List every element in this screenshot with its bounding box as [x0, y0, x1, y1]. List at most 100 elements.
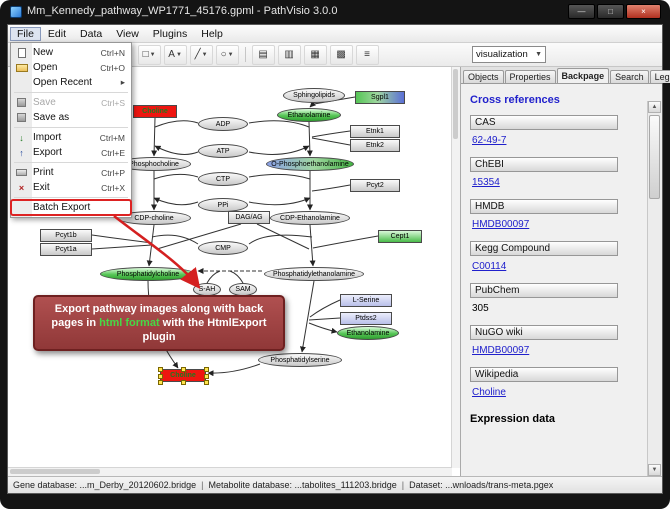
menubar-item-plugins[interactable]: Plugins: [152, 27, 188, 40]
xref-section-pubchem: PubChem: [470, 283, 618, 298]
panel-scrollbar[interactable]: ▲ ▼: [647, 101, 662, 476]
selection-handle[interactable]: [204, 367, 209, 372]
pathway-node-pcyt1a[interactable]: Pcyt1a: [40, 243, 92, 256]
visualization-select[interactable]: visualization ▼: [472, 46, 546, 63]
stack-tool[interactable]: ▩: [329, 44, 353, 65]
xref-link-hmdb00097[interactable]: HMDB00097: [472, 219, 530, 230]
tab-properties[interactable]: Properties: [504, 70, 556, 83]
menu-item-shortcut: Ctrl+M: [99, 132, 125, 143]
datanode-tool-icon: □: [142, 49, 149, 60]
pathway-node-dag-ag[interactable]: DAG/AG: [228, 211, 270, 224]
callout-highlight: html format: [99, 317, 160, 329]
pathway-node-phosphatidylcholine[interactable]: Phosphatidylcholine: [100, 267, 196, 281]
title-bar[interactable]: Mm_Kennedy_pathway_WP1771_45176.gpml - P…: [0, 0, 670, 24]
xref-link-hmdb00097[interactable]: HMDB00097: [472, 345, 530, 356]
canvas-vertical-scrollbar[interactable]: [451, 67, 460, 468]
blank-icon: [14, 202, 29, 214]
datanode-tool[interactable]: □▼: [137, 44, 161, 65]
pathway-node-pcyt1b[interactable]: Pcyt1b: [40, 229, 92, 242]
pathway-node-sgpl1[interactable]: Sgpl1: [355, 91, 405, 104]
scroll-up-icon[interactable]: ▲: [648, 101, 661, 113]
canvas-horizontal-scrollbar[interactable]: [8, 467, 452, 476]
new-glyph: [17, 47, 26, 58]
scrollbar-thumb[interactable]: [10, 469, 100, 474]
minimize-button[interactable]: —: [568, 4, 595, 19]
selection-handle[interactable]: [204, 373, 209, 379]
pathway-node-l-serine[interactable]: L-Serine: [340, 294, 392, 307]
pathway-node-cdp-ethanolamine[interactable]: CDP-Ethanolamine: [270, 211, 350, 225]
align-horizontal-tool[interactable]: ▤: [251, 44, 275, 65]
tab-search[interactable]: Search: [610, 70, 649, 83]
selection-handle[interactable]: [181, 380, 186, 385]
pathway-node-o-phosphoethanolamine[interactable]: O-Phosphoethanolamine: [266, 157, 354, 171]
selection-handle[interactable]: [204, 380, 209, 385]
xref-link-15354[interactable]: 15354: [472, 177, 500, 188]
pathway-node-etnk2[interactable]: Etnk2: [350, 139, 400, 152]
xref-link-choline[interactable]: Choline: [472, 387, 506, 398]
common-size-tool[interactable]: ≡: [355, 44, 379, 65]
pathway-node-atp[interactable]: ATP: [198, 144, 248, 158]
pathway-node-choline[interactable]: Choline: [133, 105, 177, 118]
pathway-node-choline[interactable]: Choline: [158, 367, 209, 385]
menubar-item-file[interactable]: File: [10, 26, 41, 41]
pathway-node-etnk1[interactable]: Etnk1: [350, 125, 400, 138]
scrollbar-thumb[interactable]: [649, 115, 660, 199]
xref-link-c00114[interactable]: C00114: [472, 261, 507, 272]
tab-legend[interactable]: Legend: [649, 70, 670, 83]
selection-handle[interactable]: [158, 367, 163, 372]
label-tool[interactable]: A▼: [163, 44, 187, 65]
selection-handle[interactable]: [158, 373, 163, 379]
selection-handle[interactable]: [158, 380, 163, 385]
pathway-node-ptdss2[interactable]: Ptdss2: [340, 312, 392, 325]
scrollbar-thumb[interactable]: [453, 69, 458, 139]
xref-section-kegg-compound: Kegg Compound: [470, 241, 618, 256]
distribute-tool-icon: ▦: [310, 49, 320, 60]
menu-item-label: Exit: [33, 182, 50, 193]
menu-item-label: Print: [33, 167, 54, 178]
menu-item-label: Import: [33, 132, 62, 143]
menu-item-batch-export[interactable]: Batch Export: [10, 199, 132, 216]
pathway-node-phosphatidylserine[interactable]: Phosphatidylserine: [258, 353, 342, 367]
menubar-item-help[interactable]: Help: [201, 27, 223, 40]
line-tool[interactable]: ╱▼: [189, 44, 213, 65]
distribute-tool[interactable]: ▦: [303, 44, 327, 65]
menubar-item-edit[interactable]: Edit: [47, 27, 67, 40]
close-button[interactable]: ×: [626, 4, 661, 19]
scroll-down-icon[interactable]: ▼: [648, 464, 661, 476]
pathway-node-sphingolipids[interactable]: Sphingolipids: [283, 88, 345, 103]
pathway-node-pcyt2[interactable]: Pcyt2: [350, 179, 400, 192]
selection-handle[interactable]: [181, 367, 186, 372]
menubar-item-data[interactable]: Data: [80, 27, 103, 40]
pathway-node-ethanolamine[interactable]: Ethanolamine: [277, 108, 341, 122]
xref-link-62-49-7[interactable]: 62-49-7: [472, 135, 507, 146]
tab-objects[interactable]: Objects: [463, 70, 504, 83]
print-glyph: [16, 169, 27, 176]
chevron-down-icon: ▼: [227, 51, 234, 58]
pathway-node-ppi[interactable]: PPi: [198, 198, 248, 212]
pathway-node-cmp[interactable]: CMP: [198, 241, 248, 255]
pathway-node-phosphocholine[interactable]: Phosphocholine: [117, 157, 191, 171]
cross-references-heading: Cross references: [470, 94, 560, 106]
pathway-node-adp[interactable]: ADP: [198, 117, 248, 131]
shape-tool[interactable]: ○▼: [215, 44, 239, 65]
menu-item-save-as[interactable]: Save as: [11, 110, 131, 125]
menubar-item-view[interactable]: View: [116, 27, 139, 40]
align-vertical-tool[interactable]: ▥: [277, 44, 301, 65]
tab-backpage[interactable]: Backpage: [556, 68, 610, 83]
pathway-node-ethanolamine[interactable]: Ethanolamine: [337, 326, 399, 340]
maximize-button[interactable]: □: [597, 4, 624, 19]
menu-item-open-recent[interactable]: Open Recent▸: [11, 75, 131, 90]
pathway-node-ctp[interactable]: CTP: [198, 172, 248, 186]
pathway-node-phosphatidylethanolamine[interactable]: Phosphatidylethanolamine: [264, 267, 364, 281]
pathway-node-cept1[interactable]: Cept1: [378, 230, 422, 243]
window-title: Mm_Kennedy_pathway_WP1771_45176.gpml - P…: [27, 5, 338, 17]
chevron-down-icon: ▼: [175, 51, 182, 58]
